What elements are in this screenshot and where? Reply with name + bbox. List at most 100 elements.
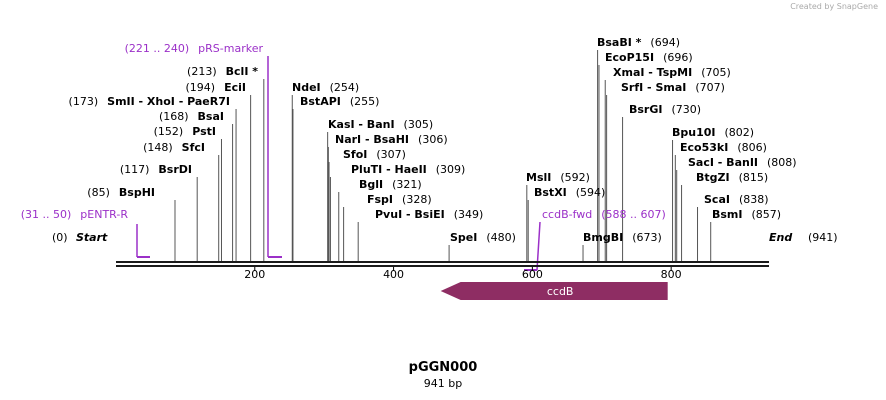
site-position: (696) bbox=[663, 51, 693, 64]
end-name: End bbox=[769, 231, 792, 244]
site-position: (349) bbox=[454, 208, 484, 221]
site-name: BsrGI bbox=[629, 103, 662, 116]
site-label-prs-marker[interactable]: pRS-marker (221 .. 240) bbox=[125, 42, 264, 55]
site-name: BclI * bbox=[226, 65, 259, 78]
site-name: ccdB-fwd bbox=[542, 208, 592, 221]
site-name: BglI bbox=[359, 178, 383, 191]
site-position: (694) bbox=[650, 36, 680, 49]
site-position: (309) bbox=[436, 163, 466, 176]
site-name: BmgBI bbox=[583, 231, 623, 244]
site-label-bsmi[interactable]: BsmI(857) bbox=[712, 208, 781, 221]
site-position: (808) bbox=[767, 156, 797, 169]
site-label-btgzi[interactable]: BtgZI (815) bbox=[696, 171, 768, 184]
site-name: SfoI bbox=[343, 148, 367, 161]
start-name: Start bbox=[76, 231, 108, 244]
site-label-kasi-bani[interactable]: KasI - BanI(305) bbox=[328, 118, 433, 131]
site-name: EciI bbox=[224, 81, 246, 94]
end-position: (941) bbox=[808, 231, 838, 244]
site-position: (173) bbox=[69, 95, 99, 108]
site-label-ecop15i[interactable]: EcoP15I (696) bbox=[605, 51, 693, 64]
site-name: BtgZI bbox=[696, 171, 730, 184]
site-label-ndei[interactable]: NdeI(254) bbox=[292, 81, 359, 94]
site-position: (806) bbox=[737, 141, 767, 154]
primer-pentr-r[interactable] bbox=[136, 224, 150, 258]
site-name: SpeI bbox=[450, 231, 477, 244]
site-label-bsai[interactable]: BsaI(168) bbox=[159, 110, 224, 123]
site-label-srfi-smai[interactable]: SrfI - SmaI(707) bbox=[621, 81, 725, 94]
axis-tick-label: 200 bbox=[244, 268, 265, 281]
site-position: (328) bbox=[402, 193, 432, 206]
site-name: PstI bbox=[192, 125, 216, 138]
site-label-sfoi[interactable]: SfoI (307) bbox=[343, 148, 406, 161]
site-label-ecii[interactable]: EciI (194) bbox=[186, 81, 247, 94]
site-label-pvui-bsiei[interactable]: PvuI - BsiEI (349) bbox=[375, 208, 483, 221]
site-name: EcoP15I bbox=[605, 51, 654, 64]
site-label-nari-bsahi[interactable]: NarI - BsaHI (306) bbox=[335, 133, 448, 146]
site-label-bstapi[interactable]: BstAPI(255) bbox=[300, 95, 379, 108]
site-position: (168) bbox=[159, 110, 189, 123]
site-name: FspI bbox=[367, 193, 393, 206]
site-label-bpu10i[interactable]: Bpu10I(802) bbox=[672, 126, 754, 139]
site-position: (730) bbox=[671, 103, 701, 116]
site-label-bsrdi[interactable]: BsrDI(117) bbox=[120, 163, 192, 176]
site-label-eco53ki[interactable]: Eco53kI(806) bbox=[680, 141, 767, 154]
primer-prs-marker[interactable] bbox=[267, 56, 282, 258]
site-label-sfci[interactable]: SfcI(148) bbox=[143, 141, 205, 154]
site-position: (705) bbox=[701, 66, 731, 79]
site-name: XmaI - TspMI bbox=[613, 66, 692, 79]
site-position: (673) bbox=[632, 231, 662, 244]
site-position: (31 .. 50) bbox=[21, 208, 72, 221]
site-name: ScaI bbox=[704, 193, 730, 206]
site-name: PvuI - BsiEI bbox=[375, 208, 445, 221]
site-label-xmai-tspmi[interactable]: XmaI - TspMI (705) bbox=[613, 66, 731, 79]
site-label-bsphi[interactable]: BspHI(85) bbox=[87, 186, 155, 199]
site-label-bsrgi[interactable]: BsrGI (730) bbox=[629, 103, 701, 116]
site-name: pENTR-R bbox=[80, 208, 128, 221]
site-name: SacI - BanII bbox=[688, 156, 758, 169]
site-name: BsmI bbox=[712, 208, 743, 221]
site-name: NarI - BsaHI bbox=[335, 133, 409, 146]
site-label-smii-xhoi-paer7i[interactable]: SmII - XhoI - PaeR7I (173) bbox=[69, 95, 230, 108]
start-label: (0)Start bbox=[52, 231, 108, 244]
site-name: BstXI bbox=[534, 186, 567, 199]
site-label-psti[interactable]: PstI (152) bbox=[154, 125, 216, 138]
plasmid-name: pGGN000 bbox=[408, 360, 478, 375]
site-label-bgli[interactable]: BglI(321) bbox=[359, 178, 422, 191]
site-position: (306) bbox=[418, 133, 448, 146]
site-name: NdeI bbox=[292, 81, 321, 94]
site-name: MslI bbox=[526, 171, 551, 184]
site-name: PluTI - HaeII bbox=[351, 163, 427, 176]
site-position: (592) bbox=[560, 171, 590, 184]
site-name: BsrDI bbox=[158, 163, 192, 176]
site-label-pentr-r[interactable]: pENTR-R (31 .. 50) bbox=[21, 208, 129, 221]
site-name: BstAPI bbox=[300, 95, 341, 108]
site-position: (815) bbox=[739, 171, 769, 184]
site-label-bsabi[interactable]: BsaBI *(694) bbox=[597, 36, 680, 49]
axis-tick-label: 600 bbox=[522, 268, 543, 281]
site-label-bmgbi[interactable]: BmgBI (673) bbox=[583, 231, 662, 244]
site-position: (194) bbox=[186, 81, 216, 94]
site-name: SmII - XhoI - PaeR7I bbox=[107, 95, 230, 108]
site-position: (148) bbox=[143, 141, 173, 154]
site-label-pluti-haeii[interactable]: PluTI - HaeII (309) bbox=[351, 163, 465, 176]
site-label-saci-banii[interactable]: SacI - BanII (808) bbox=[688, 156, 797, 169]
site-position: (838) bbox=[739, 193, 769, 206]
site-position: (152) bbox=[154, 125, 184, 138]
site-label-scai[interactable]: ScaI (838) bbox=[704, 193, 769, 206]
site-position: (707) bbox=[695, 81, 725, 94]
site-label-msli[interactable]: MslI (592) bbox=[526, 171, 590, 184]
snapgene-watermark: Created by SnapGene bbox=[790, 2, 878, 11]
site-label-bcli[interactable]: BclI * (213) bbox=[187, 65, 258, 78]
site-label-spei[interactable]: SpeI(480) bbox=[450, 231, 516, 244]
end-label: End (941) bbox=[769, 231, 838, 244]
site-label-fspi[interactable]: FspI (328) bbox=[367, 193, 432, 206]
site-position: (305) bbox=[404, 118, 434, 131]
site-position: (307) bbox=[376, 148, 406, 161]
site-position: (221 .. 240) bbox=[125, 42, 190, 55]
site-name: pRS-marker bbox=[198, 42, 263, 55]
site-label-ccdb-fwd[interactable]: ccdB-fwd(588 .. 607) bbox=[542, 208, 666, 221]
site-label-bstxi[interactable]: BstXI(594) bbox=[534, 186, 605, 199]
site-position: (213) bbox=[187, 65, 217, 78]
feature-ccdb[interactable]: ccdB bbox=[440, 282, 668, 300]
